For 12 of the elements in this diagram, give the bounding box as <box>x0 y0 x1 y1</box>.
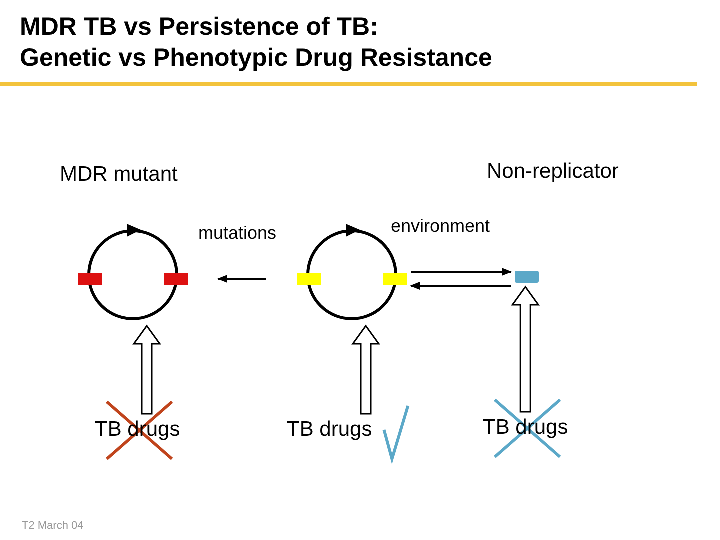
bacterium-bar <box>515 271 539 283</box>
arrow <box>411 268 512 276</box>
slide-title: MDR TB vs Persistence of TB: Genetic vs Phenotypic Drug Resistance <box>20 12 492 74</box>
cell-label: Non-replicator <box>487 160 619 184</box>
footer-note: T2 March 04 <box>22 520 84 532</box>
arrow <box>410 282 511 290</box>
drug-label: TB drugs <box>287 418 372 442</box>
cell-label: MDR mutant <box>60 163 178 186</box>
block-arrow <box>132 324 162 415</box>
block-arrow <box>352 324 380 415</box>
block-arrow <box>511 286 540 413</box>
arrow <box>218 275 266 283</box>
